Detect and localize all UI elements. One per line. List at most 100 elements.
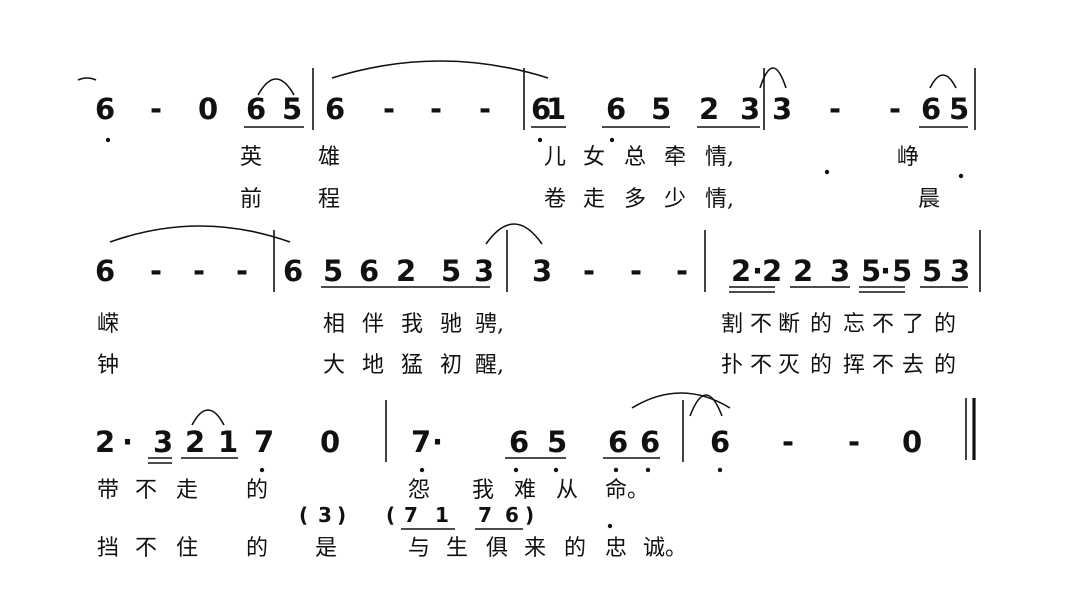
alternate-note: 7 bbox=[404, 503, 418, 527]
note: 6 bbox=[921, 92, 942, 126]
lyric: 挥 bbox=[843, 353, 866, 378]
note: 7 bbox=[411, 425, 432, 459]
note: 2 bbox=[95, 425, 116, 459]
note: 6 bbox=[95, 254, 116, 288]
note: 3 bbox=[950, 254, 971, 288]
lyric: 不 bbox=[135, 478, 158, 503]
note: 7 bbox=[254, 425, 275, 459]
lyric: 不 bbox=[750, 353, 773, 378]
lyric: 命。 bbox=[605, 478, 650, 503]
lyric: 前 bbox=[240, 187, 263, 212]
lyric: 总 bbox=[624, 145, 647, 170]
lyric: 我 bbox=[401, 312, 424, 337]
note: - bbox=[889, 92, 902, 126]
note: 5 bbox=[441, 254, 462, 288]
lyric: 少 bbox=[664, 187, 687, 212]
note: 3 bbox=[740, 92, 761, 126]
lyric: 的 bbox=[246, 536, 269, 561]
note: - bbox=[150, 92, 163, 126]
lyric: 断 bbox=[778, 312, 801, 337]
tie bbox=[759, 67, 787, 89]
note: - bbox=[383, 92, 396, 126]
low-octave-dot bbox=[553, 467, 559, 473]
note: 3 bbox=[532, 254, 553, 288]
tie bbox=[689, 394, 723, 417]
alternate-note: 1 bbox=[435, 503, 449, 527]
lyric: 英 bbox=[240, 145, 263, 170]
lyric: 猛 bbox=[401, 353, 424, 378]
low-octave-dot bbox=[613, 467, 619, 473]
lyric: 的 bbox=[934, 353, 957, 378]
lyric: 带 bbox=[97, 478, 120, 503]
note: - bbox=[676, 254, 689, 288]
lyric: 忠 bbox=[605, 536, 628, 561]
lyric: 扑 bbox=[721, 353, 744, 378]
lyric: 的 bbox=[810, 312, 833, 337]
mark-dot bbox=[607, 523, 613, 529]
lyric: 钟 bbox=[97, 353, 120, 378]
note: 6 bbox=[246, 92, 267, 126]
slur bbox=[191, 409, 225, 426]
low-octave-dot bbox=[419, 467, 425, 473]
lyric: 难 bbox=[514, 478, 537, 503]
note: 3 bbox=[772, 92, 793, 126]
lyric: 忘 bbox=[843, 312, 866, 337]
note: 3 bbox=[830, 254, 851, 288]
alternate-note: 3 bbox=[318, 503, 332, 527]
lyric: 骋, bbox=[475, 312, 504, 337]
note: 6 bbox=[359, 254, 380, 288]
lyric: 的 bbox=[934, 312, 957, 337]
alternate-note: ) bbox=[525, 503, 535, 527]
lyric: 怨 bbox=[408, 478, 431, 503]
note: 5 bbox=[861, 254, 882, 288]
mark-dot bbox=[824, 169, 830, 175]
note: - bbox=[193, 254, 206, 288]
low-octave-dot bbox=[105, 137, 111, 143]
note: 6 bbox=[640, 425, 661, 459]
alternate-note: ( bbox=[299, 503, 309, 527]
lyric: 程 bbox=[318, 187, 341, 212]
lyric: 相 bbox=[323, 312, 346, 337]
note: 3 bbox=[474, 254, 495, 288]
lyric: 峥 bbox=[897, 145, 920, 170]
lyric: 卷 bbox=[544, 187, 567, 212]
note: - bbox=[430, 92, 443, 126]
note: 6 bbox=[283, 254, 304, 288]
lyric: 大 bbox=[323, 353, 346, 378]
lyric: 从 bbox=[556, 478, 579, 503]
note: 6 bbox=[531, 92, 552, 126]
lyric: 来 bbox=[524, 536, 547, 561]
note: 6 bbox=[509, 425, 530, 459]
low-octave-dot bbox=[645, 467, 651, 473]
note: - bbox=[630, 254, 643, 288]
note: · bbox=[432, 425, 444, 459]
note: 2 bbox=[793, 254, 814, 288]
lyric: 不 bbox=[872, 353, 895, 378]
note: 2 bbox=[185, 425, 206, 459]
tie bbox=[485, 223, 543, 245]
alternate-note: 7 bbox=[478, 503, 492, 527]
lyric: 了 bbox=[902, 312, 925, 337]
alternate-note: ( bbox=[386, 503, 396, 527]
note: · bbox=[122, 425, 134, 459]
lyric: 诚。 bbox=[643, 536, 688, 561]
lyric: 挡 bbox=[97, 536, 120, 561]
lyric: 牵 bbox=[664, 145, 687, 170]
note: · bbox=[752, 254, 764, 288]
lyric: 割 bbox=[721, 312, 744, 337]
note: 6 bbox=[608, 425, 629, 459]
note: 2 bbox=[396, 254, 417, 288]
low-octave-dot bbox=[717, 467, 723, 473]
note: 5 bbox=[547, 425, 568, 459]
tie bbox=[631, 392, 731, 409]
note: 6 bbox=[710, 425, 731, 459]
lyric: 不 bbox=[750, 312, 773, 337]
note: - bbox=[236, 254, 249, 288]
lyric: 情, bbox=[705, 187, 734, 212]
slur bbox=[331, 60, 549, 79]
lyric: 是 bbox=[315, 536, 338, 561]
lyric: 的 bbox=[246, 478, 269, 503]
note: 2 bbox=[762, 254, 783, 288]
note: - bbox=[848, 425, 861, 459]
note: 6 bbox=[325, 92, 346, 126]
